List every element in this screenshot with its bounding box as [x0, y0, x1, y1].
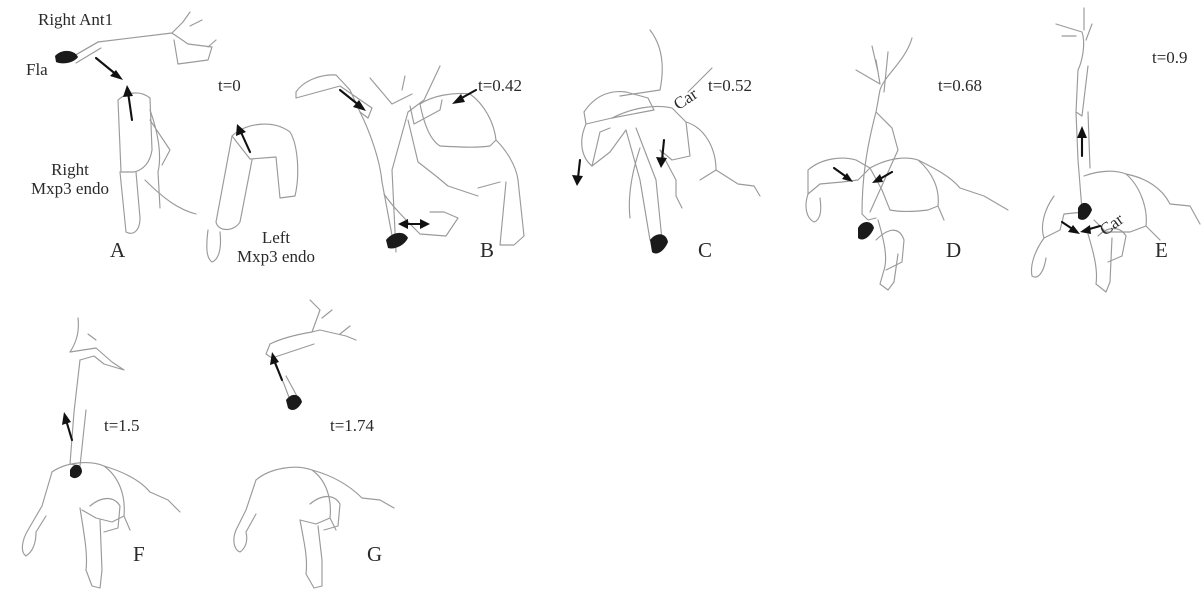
- panel-letter-d: D: [946, 238, 961, 263]
- time-label-g: t=1.74: [330, 416, 374, 435]
- panel-letter-f: F: [133, 542, 145, 567]
- arrow-c1: [572, 160, 583, 186]
- left-mxp3-label: Left Mxp3 endo: [228, 228, 324, 266]
- panel-letter-g: G: [367, 542, 382, 567]
- time-label-d: t=0.68: [938, 76, 982, 95]
- panel-letter-c: C: [698, 238, 712, 263]
- flagellum-b: [386, 233, 408, 249]
- time-label-f: t=1.5: [104, 416, 140, 435]
- arrow-d1: [834, 168, 853, 182]
- panel-f-drawing: [22, 318, 180, 588]
- panel-c-drawing: [582, 30, 760, 254]
- right-mxp3-line1: Right: [22, 160, 118, 179]
- arrow-f1: [62, 412, 72, 440]
- panel-letter-e: E: [1155, 238, 1168, 263]
- arrow-b2: [452, 90, 476, 104]
- arrow-a1: [96, 58, 123, 80]
- flagellum-a: [55, 51, 78, 64]
- left-mxp3-line1: Left: [228, 228, 324, 247]
- flagellum-c: [650, 234, 668, 253]
- panel-letter-a: A: [110, 238, 125, 263]
- arrow-e1: [1077, 126, 1087, 156]
- panel-letter-b: B: [480, 238, 494, 263]
- right-mxp3-line2: Mxp3 endo: [22, 179, 118, 198]
- time-label-e: t=0.9: [1152, 48, 1188, 67]
- panel-a-drawing: [55, 12, 298, 262]
- arrow-e2: [1062, 222, 1080, 234]
- flagellum-f: [70, 465, 82, 478]
- right-mxp3-label: Right Mxp3 endo: [22, 160, 118, 198]
- flagellum-e: [1078, 203, 1092, 220]
- arrows: [62, 58, 1100, 440]
- fla-label: Fla: [26, 60, 48, 79]
- time-label-c: t=0.52: [708, 76, 752, 95]
- time-label-b: t=0.42: [478, 76, 522, 95]
- right-ant1-label: Right Ant1: [38, 10, 113, 29]
- arrow-a2: [123, 85, 133, 120]
- left-mxp3-line2: Mxp3 endo: [228, 247, 324, 266]
- time-label-a: t=0: [218, 76, 241, 95]
- flagellum-d: [858, 222, 874, 240]
